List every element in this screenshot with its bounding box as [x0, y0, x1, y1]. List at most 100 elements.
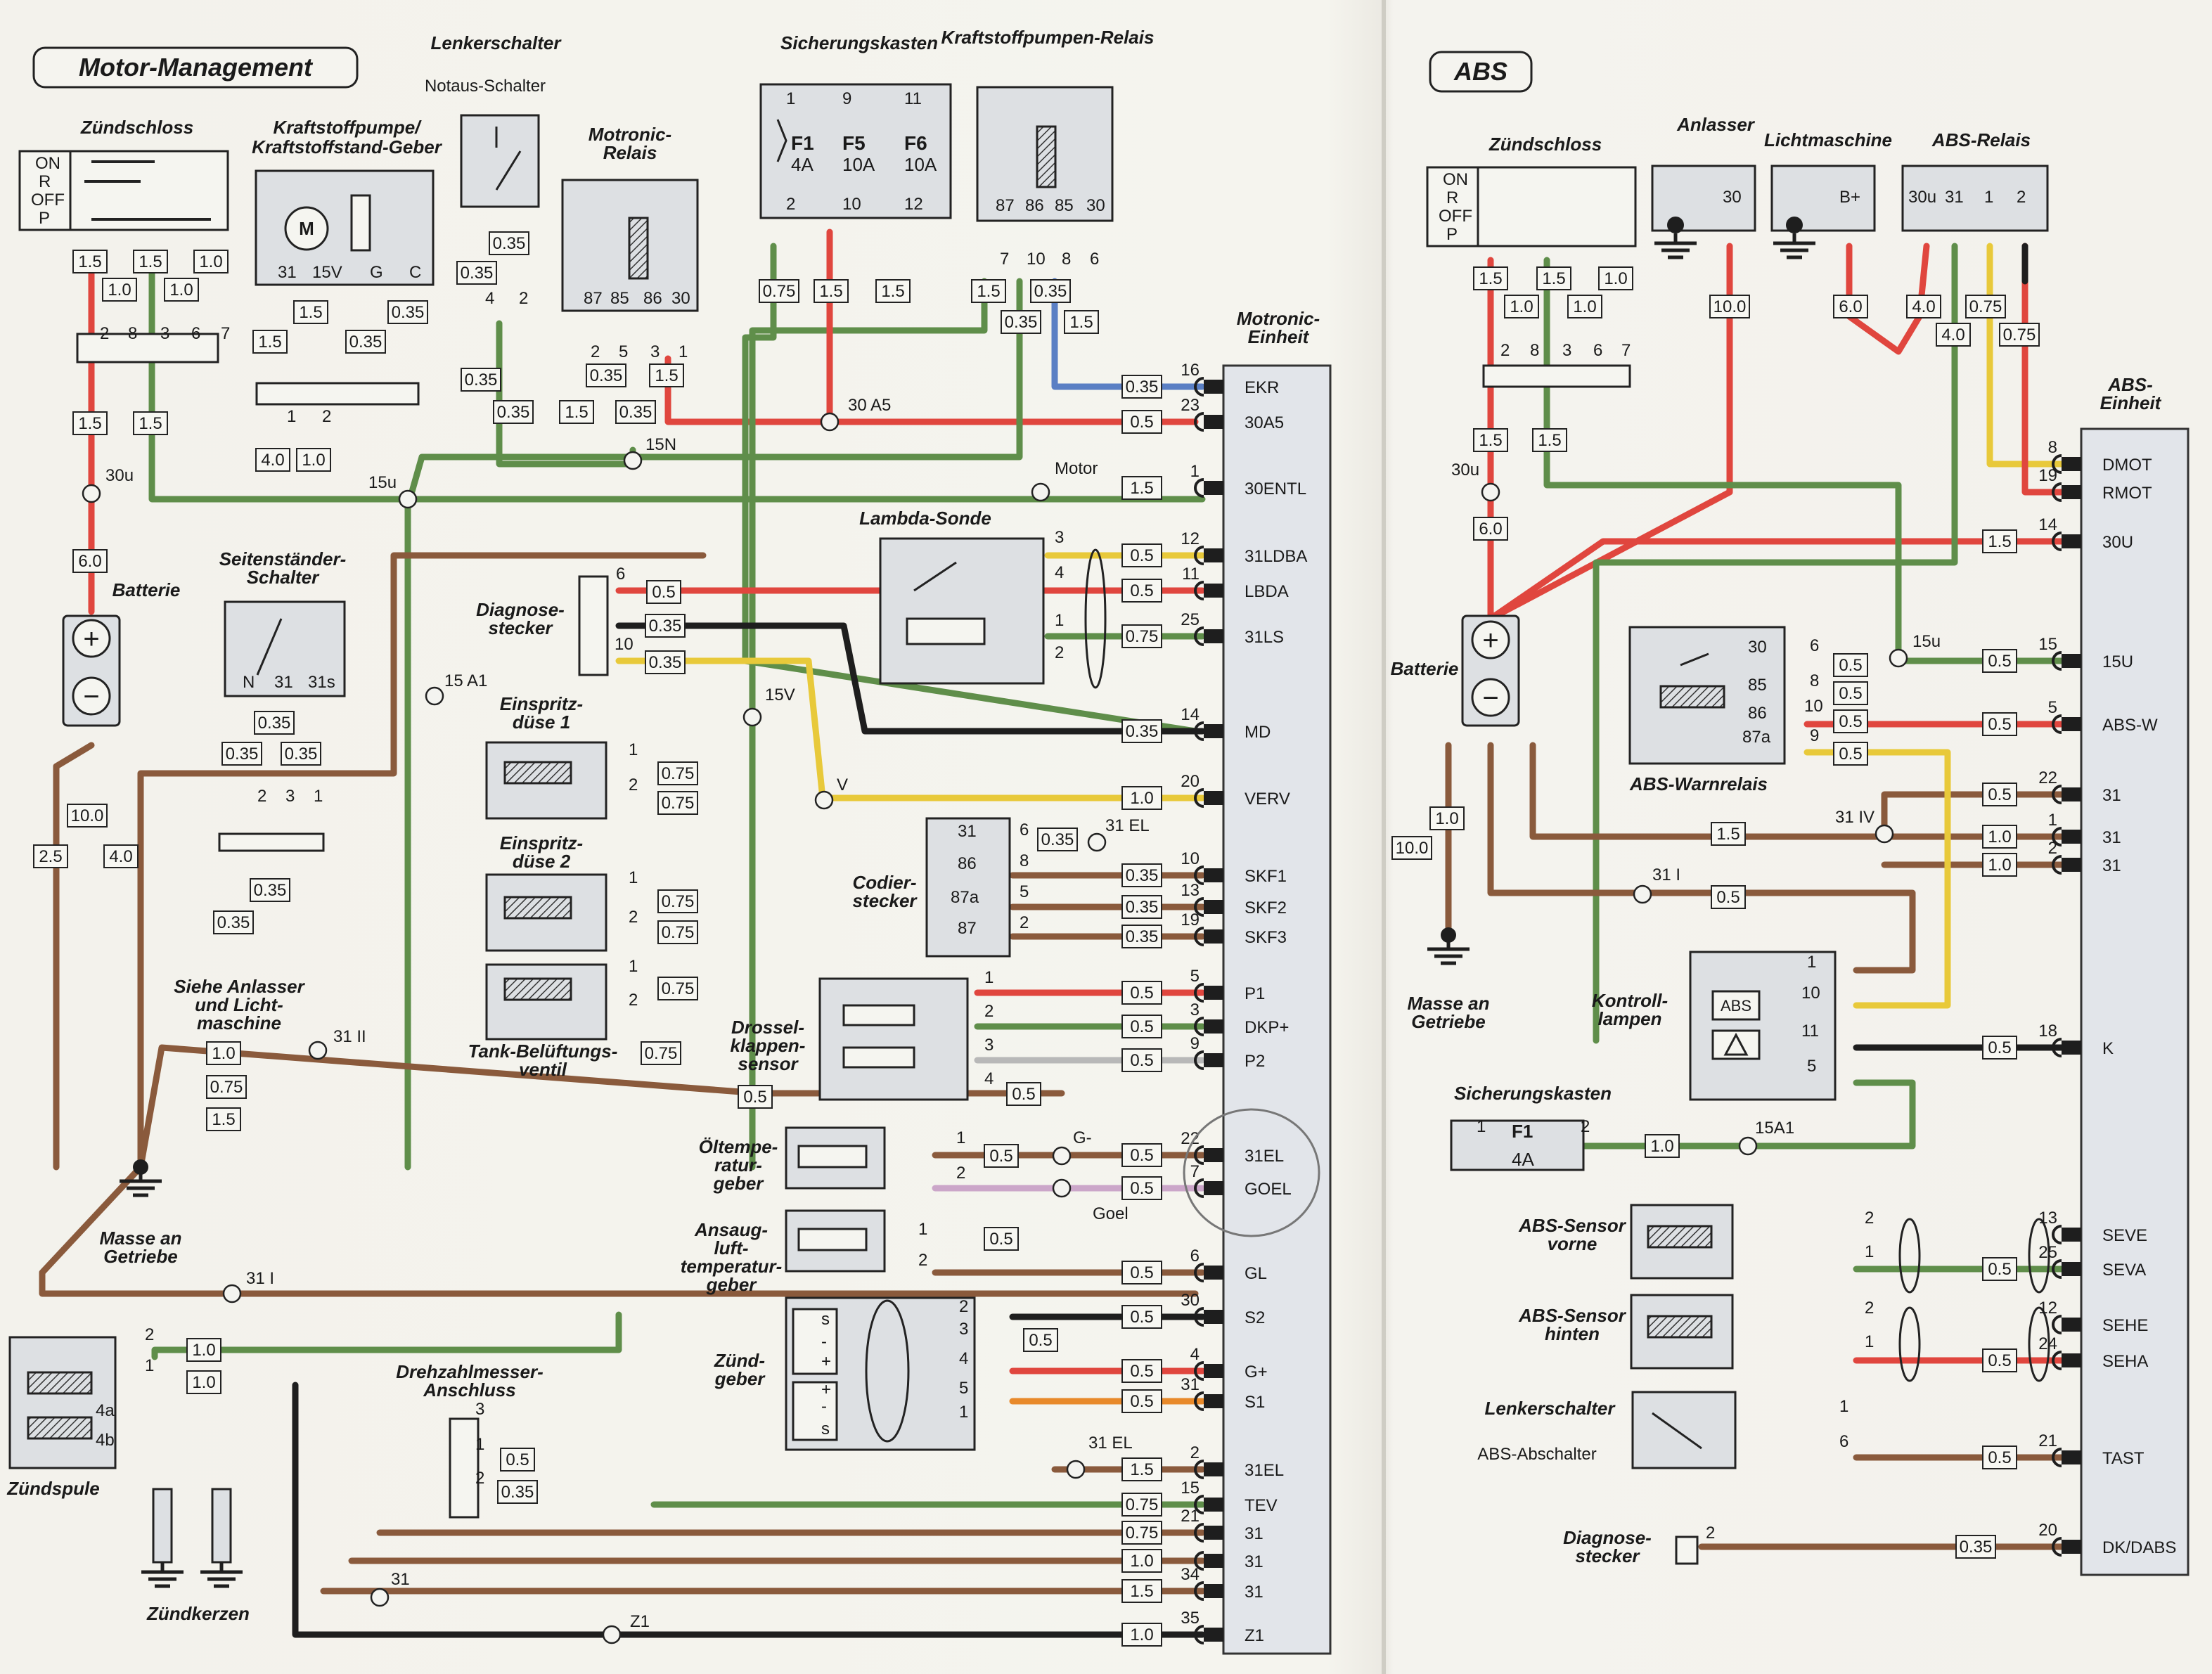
drossel-label-3: sensor [738, 1053, 799, 1074]
node-g-minus: G- [1073, 1128, 1092, 1147]
abs-pin-number: 24 [2038, 1334, 2057, 1353]
seitenstaender-schalter: Seitenständer- Schalter N 31 31s [218, 548, 346, 852]
abs-wire-size: 0.5 [1988, 715, 2011, 734]
kraftstoffpumpe: Kraftstoffpumpe/ Kraftstoffstand-Geber M… [252, 117, 443, 406]
node-30u: 30u [105, 466, 134, 485]
drossel-label-1: Drossel- [731, 1017, 804, 1038]
svg-text:2: 2 [2017, 188, 2026, 207]
ecu-pin-name: 31 [1245, 1552, 1263, 1571]
masse-label-2: Getriebe [103, 1246, 178, 1267]
ecu-pin-list: 16EKR0.352330A50.5130ENTL1.51231LDBA0.51… [1121, 361, 1307, 1647]
ecu-pin-number: 19 [1181, 910, 1200, 929]
svg-text:7: 7 [1621, 341, 1631, 360]
svg-text:1.0: 1.0 [1435, 809, 1458, 828]
svg-text:1: 1 [629, 957, 638, 976]
svg-text:1: 1 [1865, 1242, 1874, 1261]
svg-text:1.5: 1.5 [655, 366, 678, 385]
svg-text:2: 2 [519, 289, 528, 308]
ecu-wire-size: 0.5 [1130, 1392, 1153, 1411]
svg-text:1.5: 1.5 [139, 252, 162, 271]
svg-text:4: 4 [485, 289, 494, 308]
abs-wire-size: 0.5 [1988, 1448, 2011, 1467]
ecu-wire-size: 1.0 [1130, 1625, 1153, 1644]
kontroll-label-2: lampen [1597, 1008, 1661, 1029]
svg-text:s: s [821, 1419, 830, 1438]
svg-text:1.0: 1.0 [169, 281, 193, 300]
svg-text:0.35: 0.35 [619, 403, 652, 422]
svg-text:1: 1 [475, 1435, 484, 1454]
pos-on: ON [35, 154, 60, 173]
svg-text:2: 2 [629, 991, 638, 1010]
abs-einheit-label-1: ABS- [2107, 374, 2153, 395]
svg-text:1: 1 [984, 968, 994, 987]
abs-wire-size: 0.5 [1988, 1260, 2011, 1279]
oeltemp-label-2: ratur- [714, 1154, 762, 1176]
svg-text:1.0: 1.0 [212, 1044, 235, 1063]
svg-text:1: 1 [1055, 611, 1064, 630]
svg-text:6.0: 6.0 [78, 552, 101, 571]
svg-text:1.5: 1.5 [565, 403, 588, 422]
abs-batterie-label: Batterie [1391, 658, 1459, 679]
abs-wire-size: 1.5 [1988, 532, 2011, 551]
abs-node-31iv: 31 IV [1835, 808, 1875, 827]
svg-text:s: s [821, 1310, 830, 1329]
svg-text:86: 86 [1748, 704, 1767, 723]
svg-text:3: 3 [650, 342, 660, 361]
svg-text:5: 5 [1807, 1057, 1816, 1076]
drosselklappensensor: Drossel- klappen- sensor [731, 977, 969, 1101]
svg-text:0.5: 0.5 [1716, 888, 1740, 907]
ecu-pin-name: P2 [1245, 1052, 1265, 1071]
svg-text:0.35: 0.35 [254, 881, 287, 900]
svg-text:1.5: 1.5 [212, 1110, 235, 1129]
ansaug-label-3: temperatur- [681, 1256, 782, 1277]
abs-pin-name: 31 [2102, 786, 2121, 805]
kp-relais-label: Kraftstoffpumpen-Relais [941, 27, 1155, 48]
svg-text:85: 85 [610, 289, 629, 308]
svg-text:0.35: 0.35 [1005, 313, 1038, 332]
svg-text:2: 2 [1706, 1524, 1715, 1543]
ecu-pin-name: GL [1245, 1264, 1267, 1283]
svg-text:85: 85 [1748, 676, 1767, 695]
svg-text:2: 2 [322, 407, 331, 426]
motronic-relais-label-1: Motronic- [589, 124, 671, 145]
einspritzduese-2: Einspritz- düse 2 [485, 832, 607, 952]
kontrolllampen: Kontroll- lampen ABS 1 10 11 5 [1592, 951, 1837, 1101]
ecu-pin-name: P1 [1245, 984, 1265, 1003]
svg-text:0.35: 0.35 [590, 366, 623, 385]
node-labels: 30u 15u 15N 30 A5 Motor 15 A1 15V V 31 E… [82, 396, 1941, 1644]
fuse-f6-amp: 10A [904, 154, 937, 175]
ecu-wire-size: 0.35 [1126, 927, 1159, 946]
svg-text:10: 10 [615, 635, 634, 654]
kraftstoffpumpe-label-2: Kraftstoffstand-Geber [252, 136, 443, 157]
svg-text:4a: 4a [96, 1401, 115, 1420]
wire-battery-ground [53, 742, 95, 1171]
siehe-anlasser: Siehe Anlasser und Licht- maschine [174, 976, 305, 1034]
svg-text:3: 3 [160, 324, 169, 343]
svg-text:1.5: 1.5 [881, 282, 904, 301]
lenkerschalter-notaus: Lenkerschalter Notaus-Schalter [425, 32, 562, 208]
svg-text:0.75: 0.75 [662, 892, 695, 911]
svg-text:2: 2 [1055, 643, 1064, 662]
svg-text:0.75: 0.75 [662, 764, 695, 783]
svg-text:4b: 4b [96, 1431, 115, 1450]
svg-text:1.5: 1.5 [299, 303, 322, 322]
abs-pin-number: 1 [2048, 811, 2057, 830]
switch-icon [495, 150, 522, 191]
svg-text:1: 1 [1865, 1332, 1874, 1351]
abs-pin-number: 22 [2038, 768, 2057, 787]
node-15a1: 15 A1 [444, 671, 487, 690]
svg-text:87: 87 [584, 289, 603, 308]
abs-pin-number: 19 [2038, 466, 2057, 485]
fuse-icon [776, 119, 787, 162]
svg-text:10: 10 [842, 195, 861, 214]
svg-text:2: 2 [1865, 1209, 1874, 1228]
node-15v: 15V [765, 685, 795, 704]
